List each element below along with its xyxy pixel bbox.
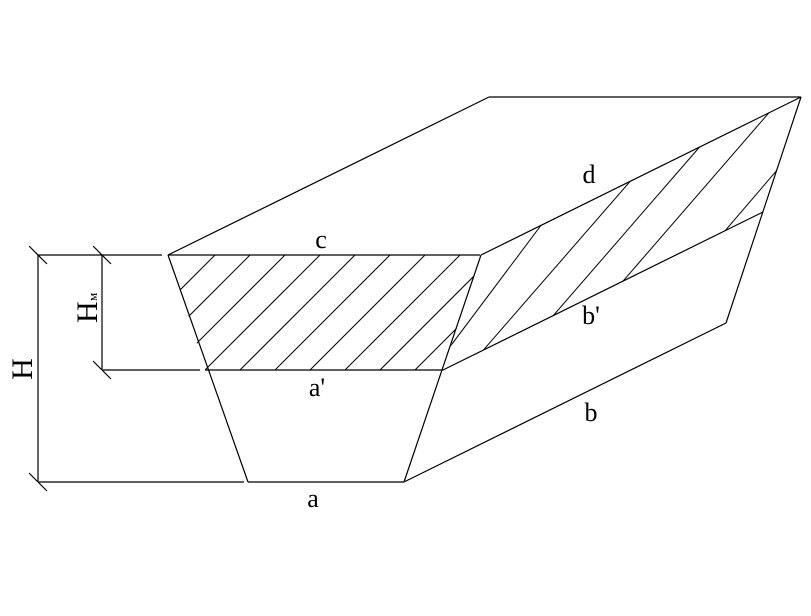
label-Hm: H м — [71, 293, 104, 323]
label-b-prime: b' — [582, 301, 600, 330]
label-d: d — [583, 160, 596, 189]
prism-outline — [167, 96, 802, 483]
label-a-prime: a' — [309, 373, 325, 402]
label-Hm-sub: м — [85, 293, 100, 301]
label-a: a — [307, 484, 319, 513]
label-c: c — [315, 225, 327, 254]
label-H: H — [6, 358, 39, 380]
label-b: b — [585, 398, 598, 427]
dimension-lines — [28, 245, 244, 492]
front-hatched-face — [170, 255, 481, 370]
label-Hm-main: H — [71, 301, 104, 323]
